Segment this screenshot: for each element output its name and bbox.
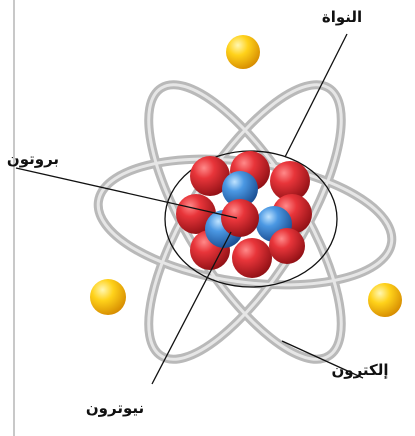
electron-top (226, 35, 260, 69)
nucleus (176, 151, 312, 278)
neutron-label: نيوترون (86, 399, 144, 417)
proton-particle (269, 228, 305, 264)
electron-right (368, 283, 402, 317)
proton-particle (232, 238, 272, 278)
nucleus-label: النواة (322, 8, 362, 26)
proton-particle (221, 199, 259, 237)
proton-label: بروتون (7, 150, 59, 168)
electron-left (90, 279, 126, 315)
electron-label: إلكترون (331, 361, 388, 379)
